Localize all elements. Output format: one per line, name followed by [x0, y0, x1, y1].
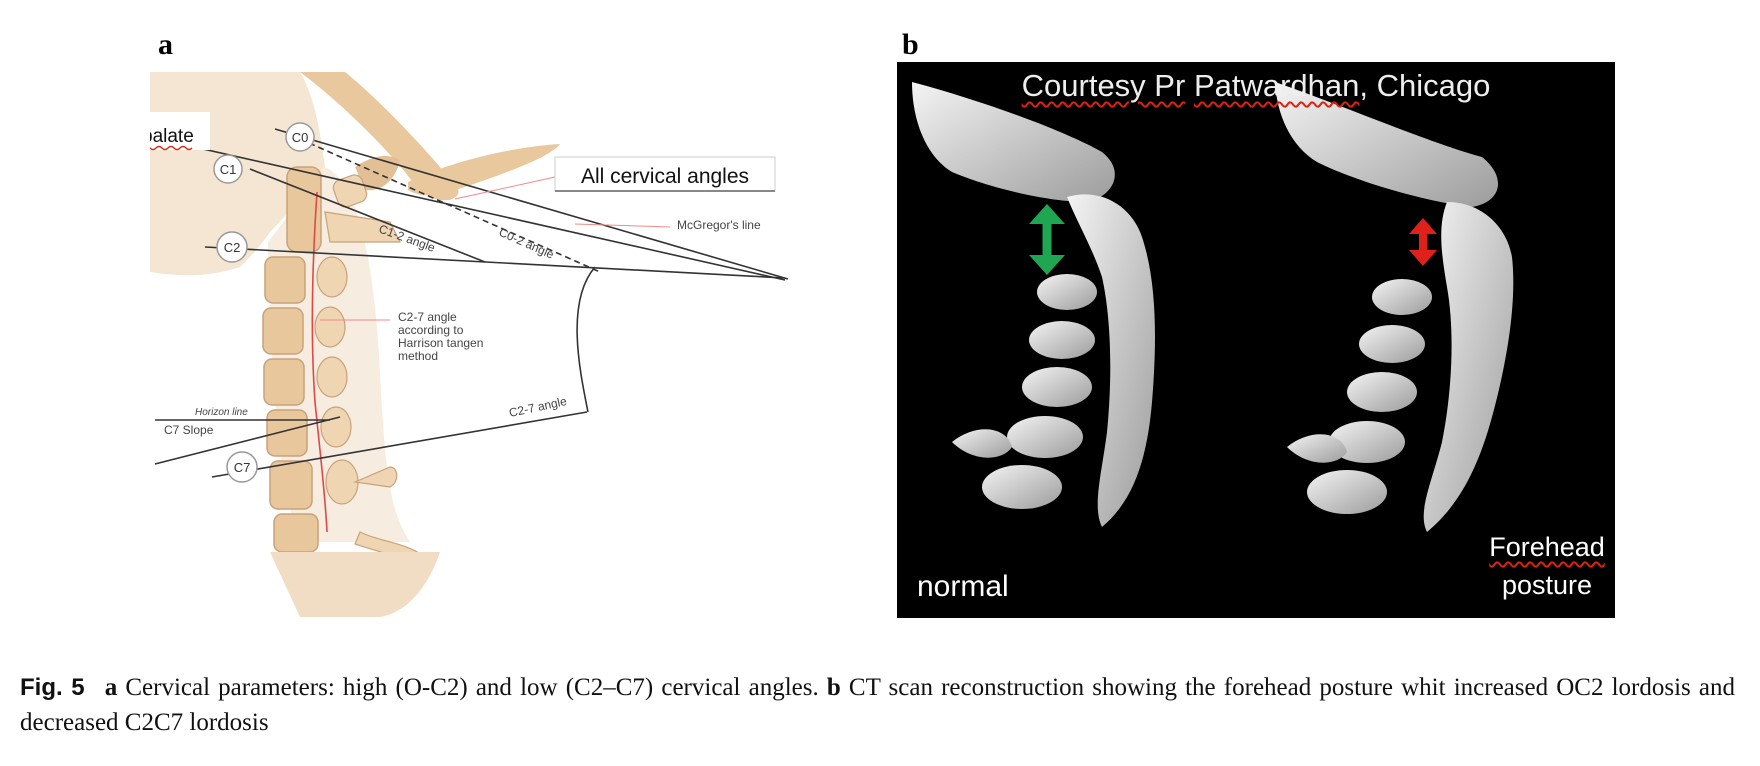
vertebra-c4 [262, 307, 304, 355]
c7-slope-label: C7 Slope [164, 423, 214, 437]
c0-marker-label: C0 [292, 130, 309, 145]
arrow-forehead [1409, 218, 1437, 266]
ct-spine-renderings [912, 82, 1514, 532]
cervical-angles-diagram: C0 C1 C2 C7 palate All cervical angles M… [150, 72, 789, 617]
panel-letter-a: a [158, 28, 173, 61]
vertebra-c5 [263, 358, 305, 406]
level-markers: C0 C1 C2 C7 [213, 122, 315, 483]
harrison-tangent-line [311, 191, 328, 533]
figure-caption: Fig. 5 a Cervical parameters: high (O-C2… [20, 670, 1735, 740]
vertebra-c7 [269, 460, 313, 510]
label-forehead: Forehead [1489, 532, 1605, 562]
c2-7-method-line-2: according to [398, 323, 464, 337]
vertebral-column [262, 166, 322, 553]
caption-b-letter: b [826, 674, 841, 701]
ct-courtesy-part-2: Patwardhan [1193, 68, 1360, 103]
hard-palate [408, 144, 560, 196]
c2-7-method-line-3: Harrison tangen [398, 336, 483, 350]
mcgregor-line-label: McGregor's line [677, 218, 761, 232]
vertebra-t1 [273, 513, 319, 553]
label-forehead-posture: Forehead posture [1487, 528, 1607, 604]
vertebra-c6 [266, 409, 308, 457]
c1-marker [213, 154, 243, 184]
caption-fig-number: Fig. 5 [20, 674, 85, 701]
panel-letter-b: b [902, 28, 919, 61]
c0-2-angle-label: C0-2 angle [497, 225, 557, 262]
ct-courtesy-title: Courtesy Pr Patwardhan, Chicago [897, 68, 1615, 104]
c2-marker [216, 231, 248, 263]
spine-forehead-posture [1275, 82, 1514, 532]
ct-courtesy-part-3: , Chicago [1359, 68, 1491, 103]
label-posture: posture [1501, 570, 1593, 600]
angle-lines [150, 128, 789, 478]
ct-reconstruction-panel: Courtesy Pr Patwardhan, Chicago normal F… [897, 62, 1615, 618]
caption-a-letter: a [104, 674, 118, 701]
c7-marker-label: C7 [234, 460, 251, 475]
all-cervical-angles-label: All cervical angles [581, 165, 749, 188]
spine-normal [912, 82, 1155, 528]
horizon-line-label: Horizon line [195, 407, 248, 418]
caption-b-text: CT scan reconstruction showing the foreh… [20, 674, 1736, 736]
c2-7-method-line-4: method [398, 349, 438, 363]
c1-marker-label: C1 [220, 162, 237, 177]
palate-label-box [150, 112, 210, 150]
posterior-elements [314, 174, 427, 559]
c2-marker-label: C2 [224, 240, 241, 255]
arrow-normal [1029, 204, 1065, 275]
occipital-bone [300, 72, 459, 201]
c2-7-method-line-1: C2-7 angle [398, 310, 457, 324]
label-normal: normal [917, 570, 1009, 603]
palate-label: palate [150, 126, 194, 147]
c0-marker [285, 122, 315, 152]
vertebra-c3 [264, 256, 306, 304]
all-cervical-angles-box [554, 156, 776, 192]
caption-a-text: Cervical parameters: high (O-C2) and low… [117, 674, 827, 701]
ct-courtesy-part-1: Courtesy Pr [1021, 68, 1186, 103]
c7-marker [226, 451, 258, 483]
